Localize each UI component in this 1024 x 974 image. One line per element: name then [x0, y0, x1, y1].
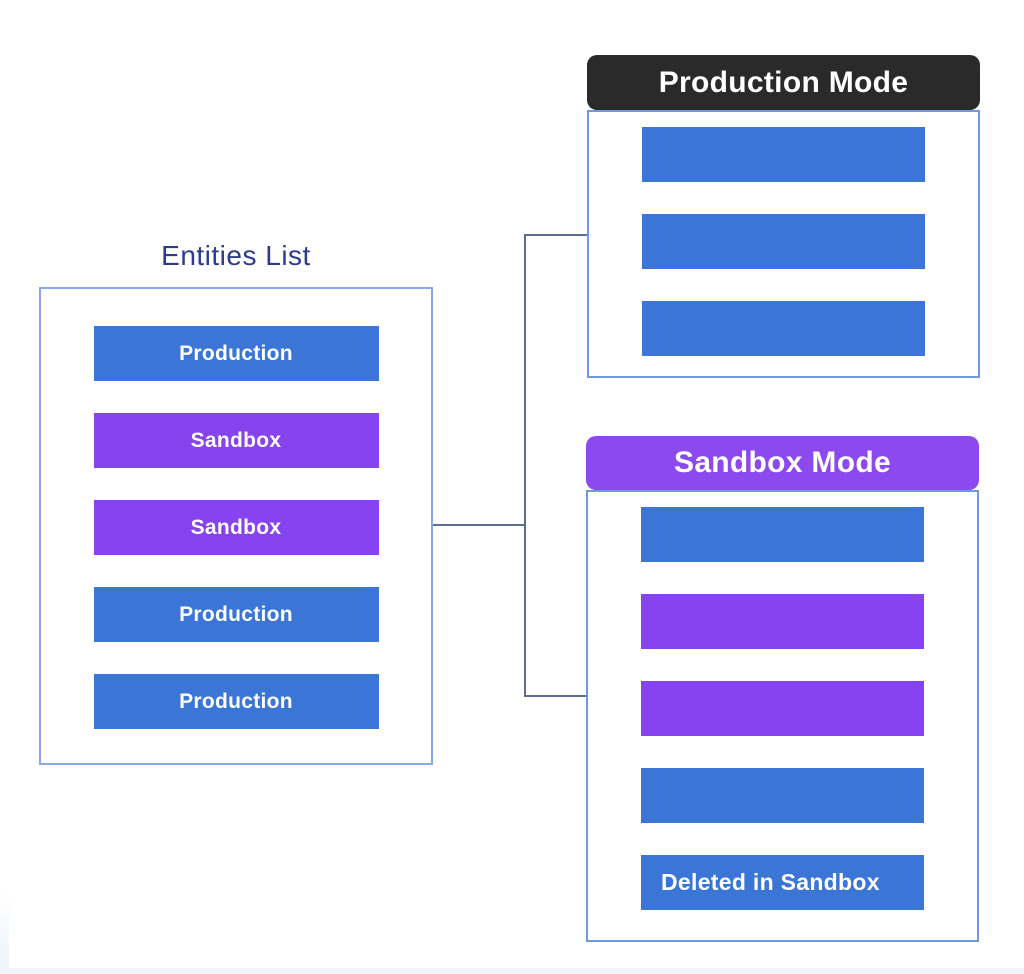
production-mode-header: Production Mode: [587, 55, 980, 110]
entity-bar-label: Sandbox: [190, 515, 282, 539]
sandbox-mode-header: Sandbox Mode: [586, 436, 979, 490]
entity-bar-label: Sandbox: [190, 428, 282, 452]
connector-entities-to-trunk: [433, 524, 526, 526]
entity-bar-sandbox-1: Sandbox: [93, 413, 379, 468]
entity-bar-production-1: Production: [93, 326, 379, 381]
deleted-in-sandbox-label: Deleted in Sandbox: [661, 869, 880, 895]
entity-bar-label: Production: [179, 689, 293, 713]
sandbox-mode-bar-1: [641, 507, 924, 562]
production-mode-box: [587, 110, 980, 378]
entities-list-title: Entities List: [161, 240, 311, 271]
production-mode-bar-1: [642, 127, 925, 182]
entity-bar-label: Production: [179, 602, 293, 626]
sandbox-mode-bar-deleted: Deleted in Sandbox: [641, 855, 924, 910]
entities-list-box: Production Sandbox Sandbox Production Pr…: [39, 287, 433, 765]
background-edge-tint-left: [0, 888, 9, 968]
connector-trunk-to-production: [524, 234, 589, 236]
background-edge-tint-bottom: [0, 968, 1024, 974]
sandbox-mode-bar-4: [641, 768, 924, 823]
connector-trunk: [524, 234, 526, 697]
entity-bar-production-2: Production: [93, 587, 379, 642]
entity-bar-label: Production: [179, 341, 293, 365]
production-mode-bar-3: [642, 301, 925, 356]
connector-trunk-to-sandbox: [524, 695, 589, 697]
sandbox-mode-bar-2: [641, 594, 924, 649]
sandbox-mode-box: Deleted in Sandbox: [586, 490, 979, 942]
entity-bar-sandbox-2: Sandbox: [93, 500, 379, 555]
entity-bar-production-3: Production: [93, 674, 379, 729]
sandbox-mode-bar-3: [641, 681, 924, 736]
production-mode-bar-2: [642, 214, 925, 269]
